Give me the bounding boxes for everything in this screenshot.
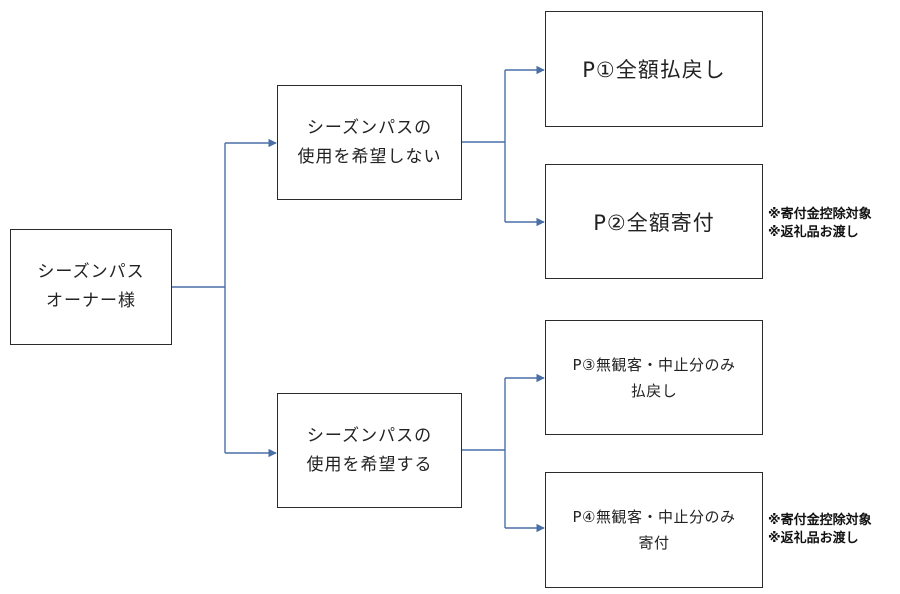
node-owner: シーズンパス オーナー様 [10, 229, 172, 345]
note-option4-line1: ※寄付金控除対象 [768, 513, 872, 528]
note-option2-line1: ※寄付金控除対象 [768, 207, 872, 222]
node-option2: P②全額寄付 [545, 164, 763, 279]
node-option1-label: P①全額払戻し [582, 58, 726, 82]
node-no-use: シーズンパスの 使用を希望しない [277, 85, 462, 200]
note-option4-line2: ※返礼品お渡し [768, 531, 859, 546]
node-use: シーズンパスの 使用を希望する [277, 393, 462, 508]
node-owner-line1: シーズンパス [37, 262, 145, 282]
node-option4-line1: P④無観客・中止分のみ [572, 508, 736, 526]
node-option3: P③無観客・中止分のみ 払戻し [545, 320, 763, 435]
note-option4: ※寄付金控除対象 ※返礼品お渡し [768, 512, 872, 548]
node-option4-line2: 寄付 [638, 534, 670, 552]
node-option4: P④無観客・中止分のみ 寄付 [545, 472, 763, 588]
node-no-use-line2: 使用を希望しない [297, 146, 442, 167]
note-option2-line2: ※返礼品お渡し [768, 225, 859, 240]
node-option2-label: P②全額寄付 [593, 210, 715, 235]
node-use-line1: シーズンパスの [306, 425, 433, 446]
node-owner-line2: オーナー様 [46, 291, 136, 311]
node-option1: P①全額払戻し [545, 11, 763, 127]
node-no-use-line1: シーズンパスの [306, 117, 433, 138]
node-option3-line2: 払戻し [630, 381, 678, 400]
note-option2: ※寄付金控除対象 ※返礼品お渡し [768, 206, 872, 242]
node-use-line2: 使用を希望する [306, 454, 433, 475]
node-option3-line1: P③無観客・中止分のみ [572, 355, 736, 374]
